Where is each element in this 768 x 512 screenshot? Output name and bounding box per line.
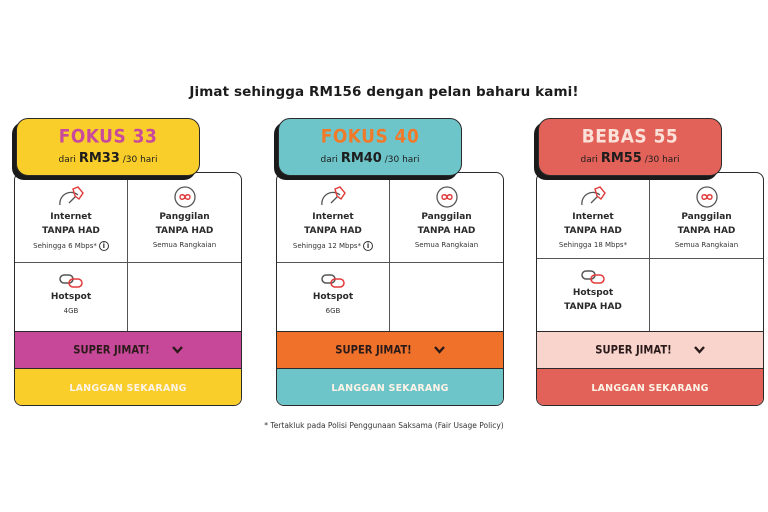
feature-empty (650, 259, 763, 331)
feature-detail-text: Sehingga 12 Mbps* (292, 242, 362, 250)
link-icon (59, 274, 83, 288)
feature-title: Panggilan (681, 212, 732, 222)
feature-empty (128, 263, 241, 331)
price-amount: RM40 (340, 151, 382, 166)
feature-title: Internet (312, 212, 354, 222)
price-prefix: dari (58, 155, 76, 165)
subscribe-button[interactable]: LANGGAN SEKARANG (277, 369, 503, 405)
feature-detail: 6GB (325, 307, 341, 315)
feature-title: Panggilan (421, 212, 472, 222)
feature-hotspot: Hotspot 6GB (277, 263, 390, 331)
info-icon[interactable]: i (98, 241, 109, 251)
super-jimat-toggle[interactable]: SUPER JIMAT! (277, 331, 503, 369)
link-icon (321, 274, 345, 288)
plan-title-tab: FOKUS 40 dari RM40 /30 hari (278, 118, 462, 176)
plan-card-bebas-55: BEBAS 55 dari RM55 /30 hari Internet TAN… (536, 118, 764, 408)
super-jimat-label: SUPER JIMAT! (335, 343, 412, 357)
feature-detail: Sehingga 6 Mbps*i (15, 241, 127, 251)
feature-detail: Sehingga 12 Mbps*i (277, 241, 389, 251)
fair-usage-footnote: * Tertakluk pada Polisi Penggunaan Saksa… (264, 421, 504, 430)
feature-calls: Panggilan TANPA HAD Semua Rangkaian (650, 173, 763, 259)
feature-title: Internet (50, 212, 92, 222)
feature-subtitle: TANPA HAD (417, 226, 476, 236)
feature-calls: Panggilan TANPA HAD Semua Rangkaian (128, 173, 241, 263)
feature-hotspot: Hotspot TANPA HAD (537, 259, 650, 331)
page-headline: Jimat sehingga RM156 dengan pelan baharu… (189, 84, 579, 100)
plan-price: dari RM33 /30 hari (17, 151, 199, 166)
speedometer-icon (581, 186, 606, 206)
feature-empty (390, 263, 503, 331)
headset-infinity-icon (173, 186, 196, 208)
info-icon[interactable]: i (363, 241, 374, 251)
link-icon (581, 270, 605, 284)
super-jimat-toggle[interactable]: SUPER JIMAT! (537, 331, 763, 369)
chevron-down-icon (433, 346, 445, 354)
headset-infinity-icon (695, 186, 718, 208)
speedometer-icon (321, 186, 346, 206)
feature-internet: Internet TANPA HAD Sehingga 18 Mbps* (537, 173, 650, 259)
feature-calls: Panggilan TANPA HAD Semua Rangkaian (390, 173, 503, 263)
feature-subtitle: TANPA HAD (564, 226, 622, 236)
plan-title-tab: FOKUS 33 dari RM33 /30 hari (16, 118, 200, 176)
feature-detail: Semua Rangkaian (414, 241, 479, 249)
headset-infinity-icon (435, 186, 458, 208)
price-period: /30 hari (122, 155, 158, 165)
plan-name: BEBAS 55 (581, 126, 679, 148)
super-jimat-label: SUPER JIMAT! (595, 343, 672, 357)
plan-card-fokus-40: FOKUS 40 dari RM40 /30 hari Internet TAN… (276, 118, 504, 408)
feature-subtitle: TANPA HAD (677, 226, 736, 236)
price-period: /30 hari (644, 155, 680, 165)
feature-title: Hotspot (312, 292, 354, 302)
feature-detail: Semua Rangkaian (674, 241, 739, 249)
feature-internet: Internet TANPA HAD Sehingga 12 Mbps*i (277, 173, 390, 263)
feature-title: Hotspot (572, 288, 614, 298)
plan-price: dari RM55 /30 hari (539, 151, 721, 166)
plan-name: FOKUS 40 (320, 126, 420, 148)
chevron-down-icon (171, 346, 183, 354)
feature-title: Hotspot (50, 292, 92, 302)
feature-hotspot: Hotspot 4GB (15, 263, 128, 331)
subscribe-button[interactable]: LANGGAN SEKARANG (537, 369, 763, 405)
feature-detail: Sehingga 18 Mbps* (558, 241, 628, 249)
feature-title: Panggilan (159, 212, 210, 222)
feature-subtitle: TANPA HAD (564, 302, 622, 312)
plan-details: Internet TANPA HAD Sehingga 18 Mbps* Pan… (536, 172, 764, 406)
plan-name: FOKUS 33 (58, 126, 158, 148)
price-prefix: dari (320, 155, 338, 165)
feature-subtitle: TANPA HAD (42, 226, 100, 236)
feature-detail-text: Sehingga 6 Mbps* (33, 242, 97, 250)
speedometer-icon (59, 186, 84, 206)
feature-subtitle: TANPA HAD (304, 226, 362, 236)
chevron-down-icon (693, 346, 705, 354)
plan-details: Internet TANPA HAD Sehingga 6 Mbps*i Pan… (14, 172, 242, 406)
price-prefix: dari (580, 155, 598, 165)
plan-price: dari RM40 /30 hari (279, 151, 461, 166)
feature-detail: Semua Rangkaian (152, 241, 217, 249)
price-amount: RM55 (600, 151, 642, 166)
super-jimat-label: SUPER JIMAT! (73, 343, 150, 357)
subscribe-button[interactable]: LANGGAN SEKARANG (15, 369, 241, 405)
plan-details: Internet TANPA HAD Sehingga 12 Mbps*i Pa… (276, 172, 504, 406)
feature-internet: Internet TANPA HAD Sehingga 6 Mbps*i (15, 173, 128, 263)
feature-subtitle: TANPA HAD (155, 226, 214, 236)
feature-detail: 4GB (63, 307, 79, 315)
plan-title-tab: BEBAS 55 dari RM55 /30 hari (538, 118, 722, 176)
price-amount: RM33 (78, 151, 120, 166)
feature-title: Internet (572, 212, 614, 222)
plan-card-fokus-33: FOKUS 33 dari RM33 /30 hari Internet TAN… (14, 118, 242, 408)
price-period: /30 hari (384, 155, 420, 165)
super-jimat-toggle[interactable]: SUPER JIMAT! (15, 331, 241, 369)
